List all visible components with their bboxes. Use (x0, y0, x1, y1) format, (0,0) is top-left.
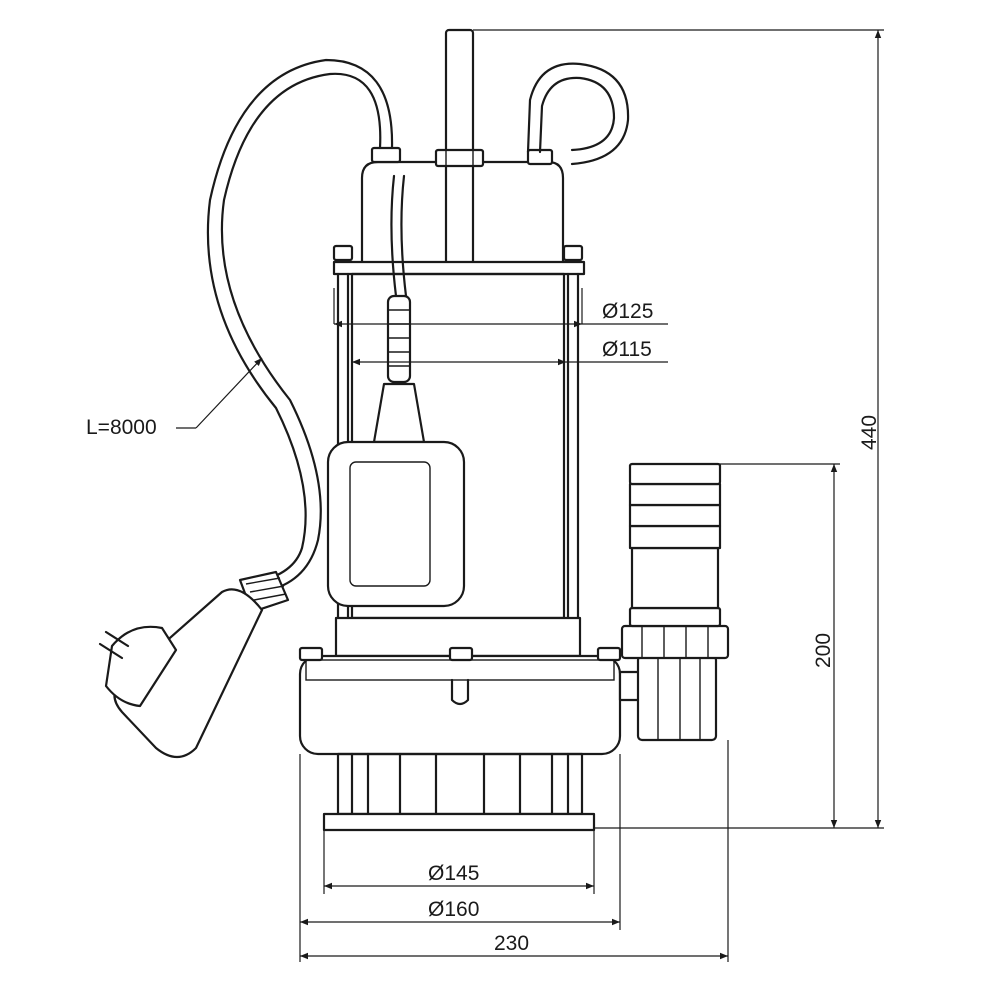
top-flange (332, 260, 586, 276)
pump-body (98, 28, 730, 832)
base-plate (322, 812, 596, 832)
carry-handle (444, 28, 475, 267)
discharge-outlet (618, 462, 730, 742)
dim-label-d125: Ø125 (602, 300, 653, 323)
dim-label-d145: Ø145 (428, 862, 479, 885)
cable-length-label: L=8000 (86, 416, 157, 439)
strainer (336, 752, 584, 816)
dim-label-230: 230 (494, 932, 529, 955)
dim-label-d115: Ø115 (602, 338, 652, 361)
dimension-lines (176, 29, 884, 962)
dim-label-440: 440 (858, 415, 881, 450)
dim-label-d160: Ø160 (428, 898, 479, 921)
power-cable (220, 72, 382, 592)
float-switch (326, 174, 466, 608)
dim-label-200: 200 (812, 633, 835, 668)
cable-loop (526, 62, 630, 166)
